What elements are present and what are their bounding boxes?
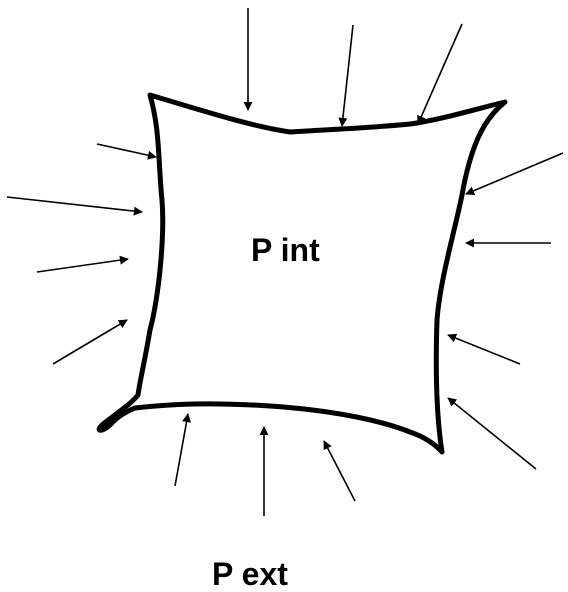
arrow-left-2 (6, 196, 143, 216)
external-pressure-label: P ext (212, 556, 288, 592)
arrow-left-1 (96, 143, 157, 160)
arrow-right-1 (465, 152, 564, 195)
internal-pressure-label: P int (251, 232, 320, 268)
arrow-left-3 (36, 255, 129, 273)
arrow-top-2 (338, 24, 354, 127)
pressure-arrows (6, 8, 564, 516)
arrow-top-3 (417, 23, 463, 125)
arrow-right-3 (447, 333, 521, 365)
arrow-left-4 (52, 319, 128, 365)
membrane-outline (96, 92, 508, 455)
arrow-bottom-1 (174, 413, 191, 487)
arrow-bottom-3 (323, 440, 356, 502)
arrow-right-4 (447, 397, 537, 470)
